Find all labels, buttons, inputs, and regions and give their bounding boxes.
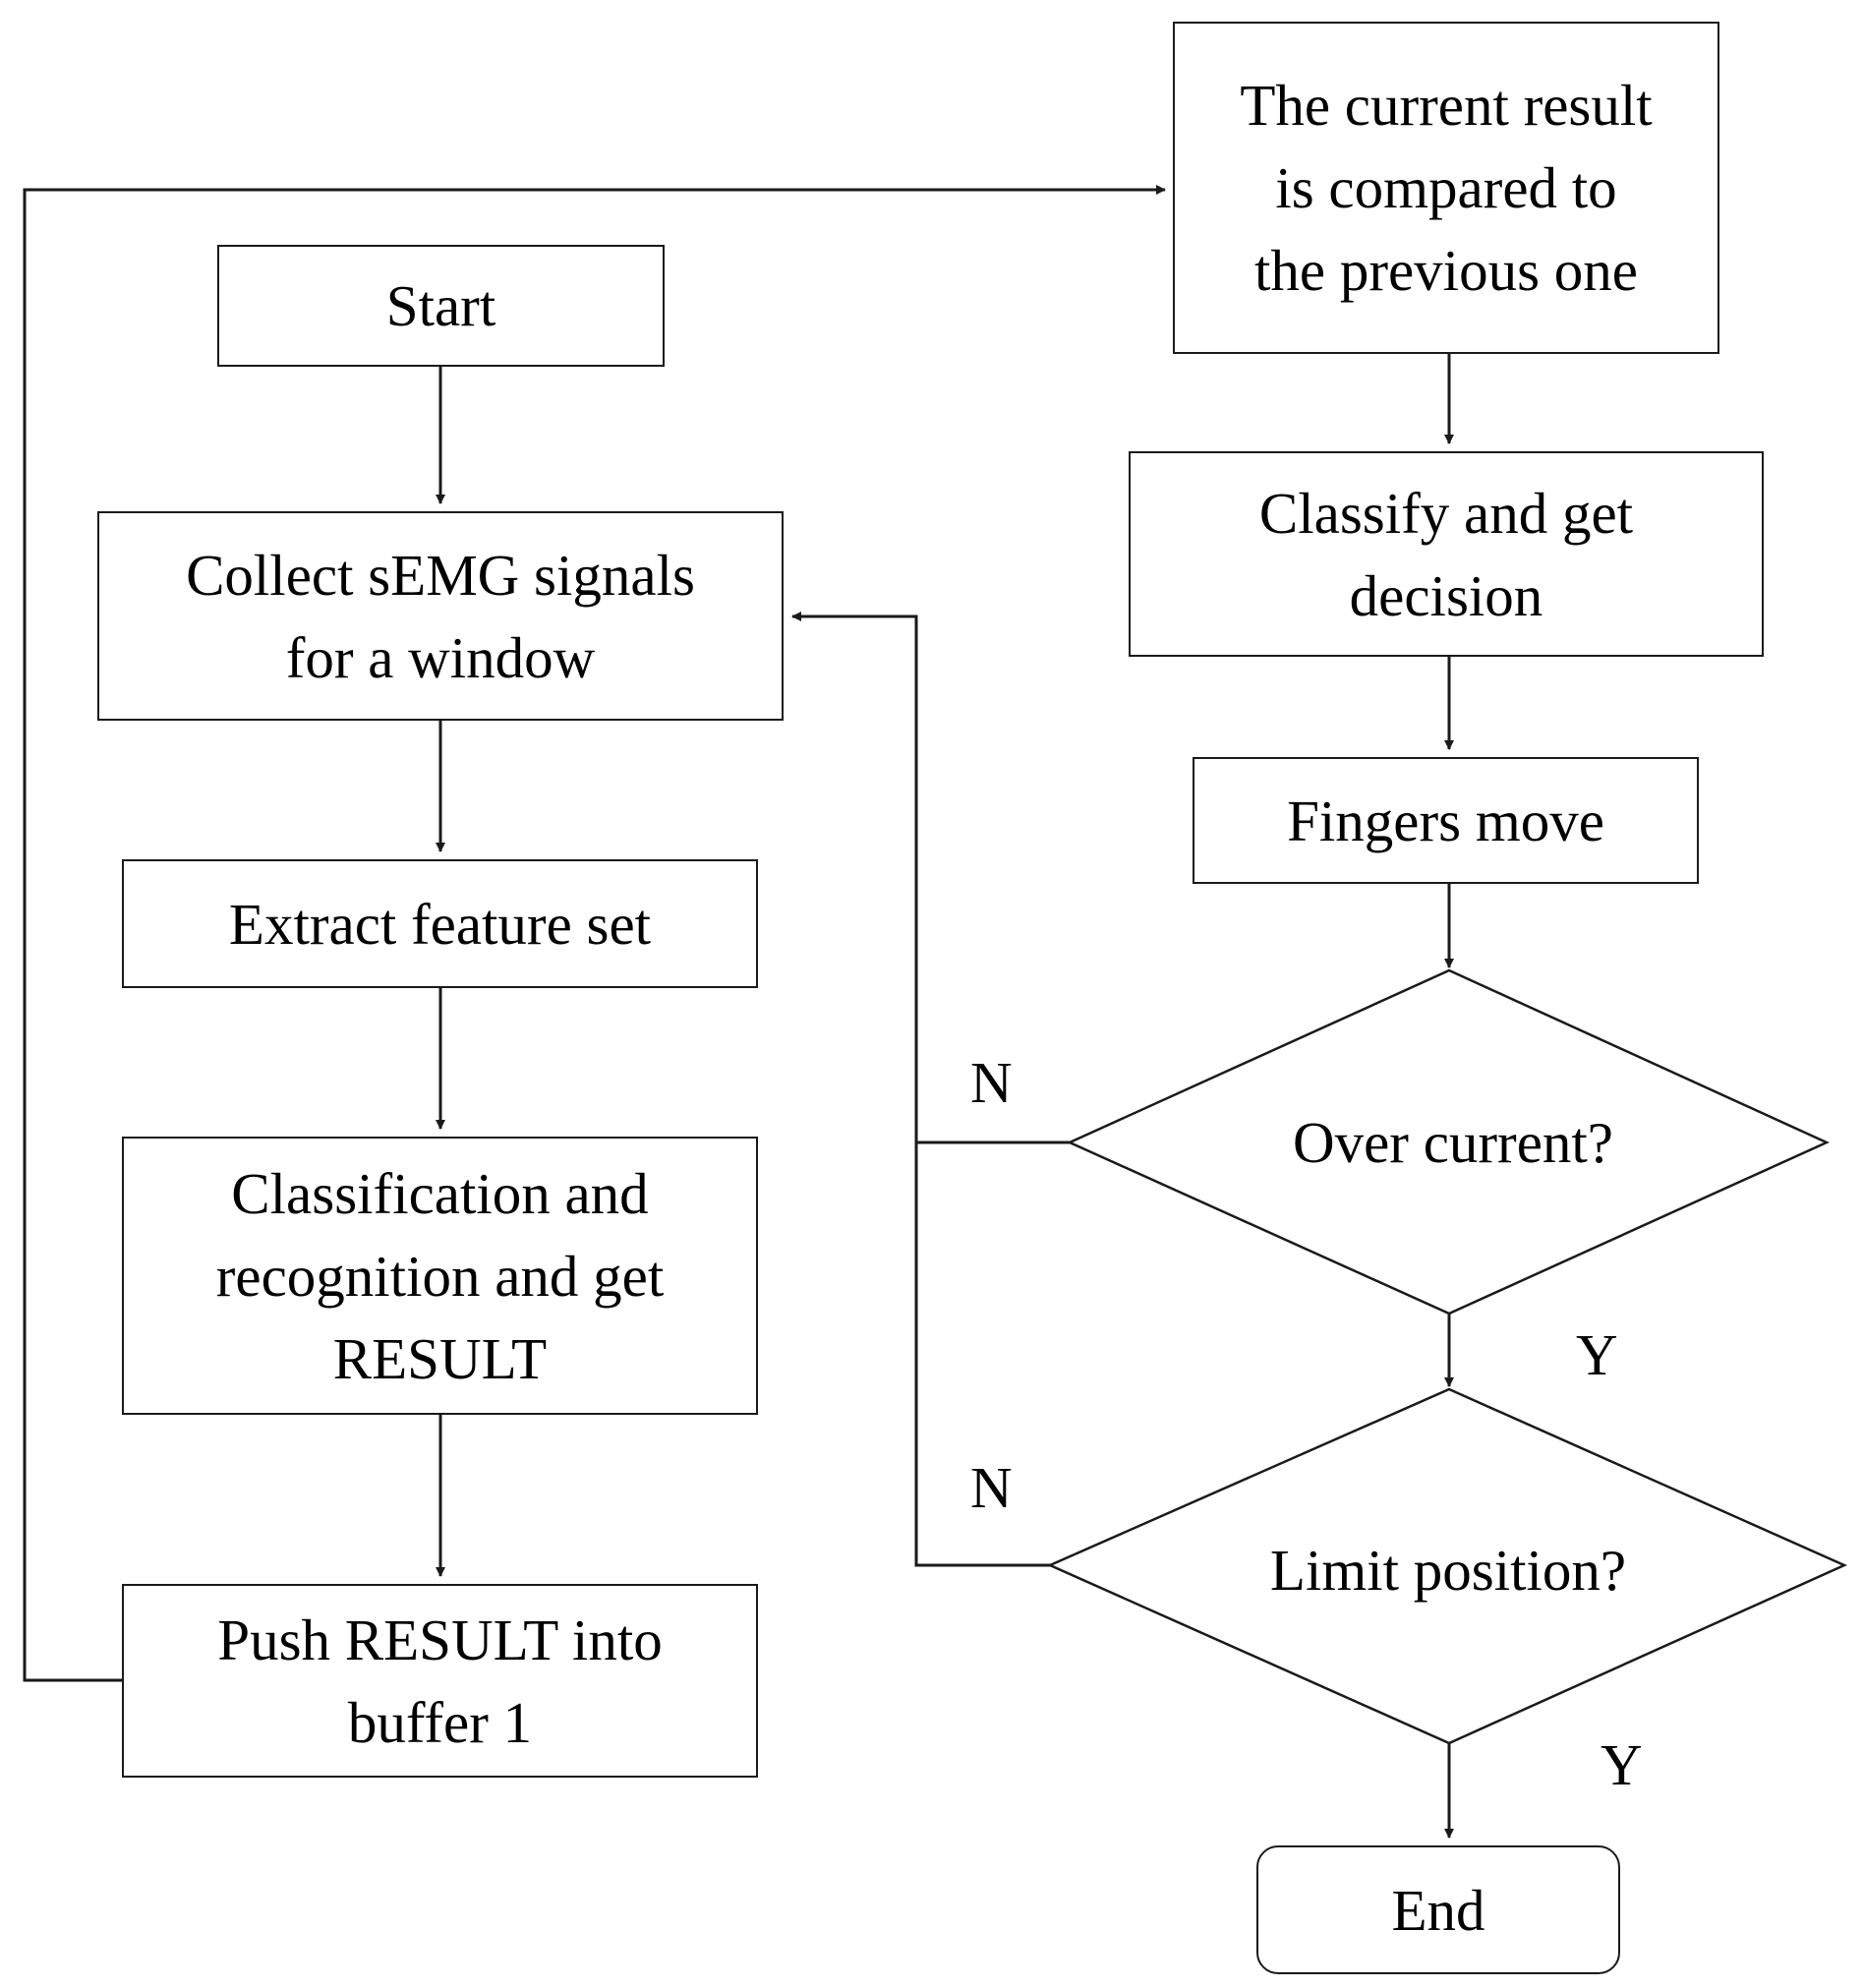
node-collect-signals: Collect sEMG signals for a window <box>97 511 784 721</box>
node-collect-signals-label: Collect sEMG signals for a window <box>186 542 695 690</box>
node-classification: Classification and recognition and get R… <box>122 1137 758 1415</box>
node-push-result-label: Push RESULT into buffer 1 <box>217 1607 663 1755</box>
edge-label-limit-position-no: N <box>970 1455 1013 1520</box>
edge-label-over-current-no: N <box>970 1050 1013 1115</box>
decision-limit-position <box>1046 1387 1848 1745</box>
node-start-label: Start <box>385 273 496 338</box>
node-classify-decision-label: Classify and get decision <box>1258 480 1634 628</box>
node-extract-features: Extract feature set <box>122 859 758 988</box>
node-end: End <box>1256 1845 1620 1974</box>
node-compare-result-label: The current result is compared to the pr… <box>1240 73 1653 303</box>
arrow-over-current-no <box>791 612 1070 1144</box>
node-classify-decision: Classify and get decision <box>1129 451 1764 657</box>
edge-label-limit-position-yes: Y <box>1601 1732 1643 1797</box>
node-compare-result: The current result is compared to the pr… <box>1173 22 1719 354</box>
arrow-push-to-compare <box>23 185 1166 1682</box>
decision-over-current <box>1066 968 1831 1316</box>
node-fingers-move-label: Fingers move <box>1287 788 1604 853</box>
node-end-label: End <box>1391 1877 1485 1943</box>
decision-limit-position-label: Limit position? <box>1269 1538 1627 1603</box>
node-fingers-move: Fingers move <box>1193 757 1699 884</box>
node-push-result: Push RESULT into buffer 1 <box>122 1584 758 1778</box>
node-classification-label: Classification and recognition and get R… <box>215 1160 665 1391</box>
node-extract-features-label: Extract feature set <box>228 891 652 957</box>
arrow-limit-position-no <box>914 1142 1050 1567</box>
node-start: Start <box>217 245 665 367</box>
decision-over-current-label: Over current? <box>1293 1110 1613 1175</box>
edge-label-over-current-yes: Y <box>1576 1322 1618 1387</box>
